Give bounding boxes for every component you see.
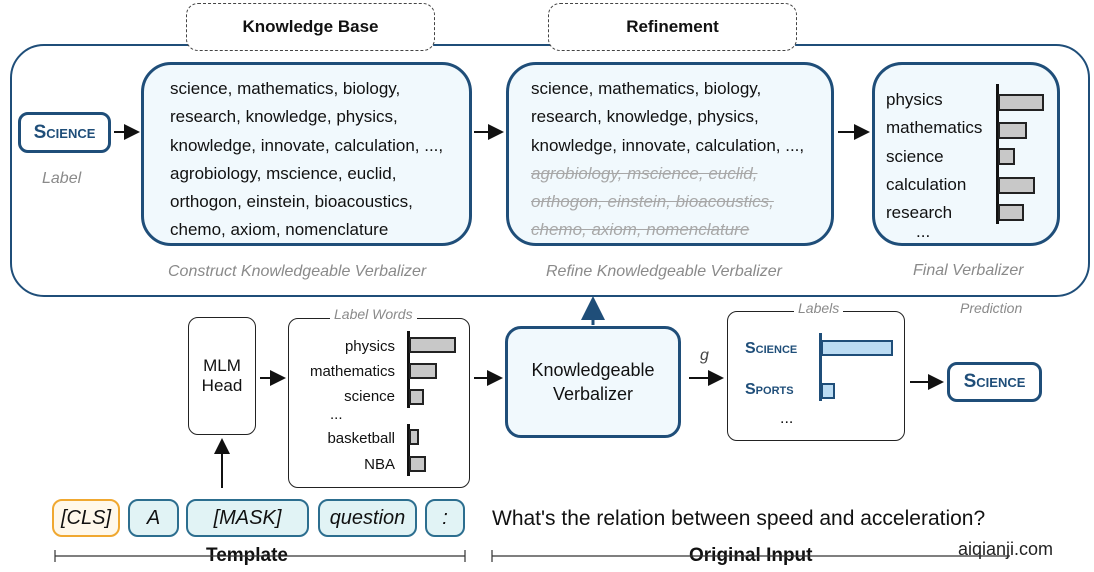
kb-line: chemo, axiom, nomenclature	[170, 220, 389, 240]
mlm-head-line: MLM	[203, 356, 241, 375]
kb-line: knowledge, innovate, calculation, ...,	[170, 135, 444, 155]
final-word-ellipsis: ...	[916, 222, 931, 241]
token-question: question	[318, 499, 417, 537]
label-word-axis	[407, 424, 410, 476]
refined-verbalizer-box: science, mathematics, biology, research,…	[506, 62, 834, 246]
refined-line: research, knowledge, physics,	[531, 107, 759, 127]
final-weight-bar	[998, 94, 1044, 111]
label-word-bar	[409, 389, 424, 405]
final-weight-bar	[998, 122, 1027, 139]
token-a: A	[128, 499, 179, 537]
verbalizer-line: Knowledgeable	[531, 360, 655, 380]
mlm-head-line: Head	[201, 376, 243, 395]
caption-construct: Construct Knowledgeable Verbalizer	[168, 263, 427, 280]
label-score-axis	[819, 333, 822, 401]
token-mask: [MASK]	[186, 499, 309, 537]
label-word: basketball	[327, 430, 395, 447]
kb-line: agrobiology, mscience, euclid,	[170, 163, 397, 183]
caption-final: Final Verbalizer	[913, 262, 1024, 279]
final-word: physics	[886, 90, 943, 109]
final-verbalizer-box	[872, 62, 1060, 246]
final-word: science	[886, 147, 944, 166]
original-input-text: What's the relation between speed and ac…	[492, 507, 986, 530]
label-word: NBA	[364, 456, 395, 473]
refined-line: science, mathematics, biology,	[531, 79, 762, 98]
final-word: research	[886, 203, 953, 222]
removed-line: orthogon, einstein, bioacoustics,	[531, 192, 774, 212]
token-cls: [CLS]	[52, 499, 120, 537]
label-ellipsis: ...	[780, 410, 794, 427]
label-word: physics	[344, 338, 395, 355]
kb-line: science, mathematics, biology,	[170, 79, 401, 98]
kb-line: orthogon, einstein, bioacoustics,	[170, 192, 413, 212]
label-word: mathematics	[309, 363, 395, 380]
knowledge-base-title: Knowledge Base	[186, 3, 435, 51]
label-word-bar	[409, 456, 426, 472]
kb-line: research, knowledge, physics,	[170, 107, 398, 127]
final-word: calculation	[886, 175, 967, 194]
label-word-bar	[409, 337, 456, 353]
label-caption: Label	[42, 170, 82, 187]
final-bar-axis	[996, 84, 999, 224]
refined-line: knowledge, innovate, calculation, ...,	[531, 135, 805, 155]
knowledgeable-verbalizer-box: Knowledgeable Verbalizer	[505, 326, 681, 438]
label-science: Science	[745, 340, 798, 357]
label-word-ellipsis: ...	[330, 406, 343, 423]
g-function-label: g	[700, 347, 709, 364]
label-word-bar	[409, 363, 437, 379]
knowledge-base-box: science, mathematics, biology, research,…	[141, 62, 472, 246]
final-weight-bar	[998, 177, 1035, 194]
verbalizer-line: Verbalizer	[552, 384, 634, 404]
final-weight-bar	[998, 148, 1015, 165]
token-colon: :	[425, 499, 465, 537]
label-score-bar	[821, 383, 835, 399]
label-word-bar	[409, 429, 419, 445]
final-word: mathematics	[886, 118, 983, 137]
caption-refine: Refine Knowledgeable Verbalizer	[546, 263, 782, 280]
output-science-box: Science	[947, 362, 1042, 402]
labels-caption: Labels	[794, 300, 844, 316]
label-word-axis	[407, 331, 410, 408]
watermark-text: aiqianji.com	[958, 539, 1054, 560]
prediction-caption: Prediction	[960, 300, 1023, 316]
removed-line: agrobiology, mscience, euclid,	[531, 163, 758, 183]
label-score-bar	[821, 340, 893, 356]
labels-box	[727, 311, 905, 441]
label-word: science	[344, 388, 395, 405]
science-label-box: Science	[18, 112, 111, 153]
final-weight-bar	[998, 204, 1024, 221]
label-words-caption: Label Words	[330, 306, 417, 322]
refinement-title: Refinement	[548, 3, 797, 51]
mlm-head-box: MLM Head	[188, 317, 256, 435]
label-sports: Sports	[745, 381, 794, 398]
removed-line: chemo, axiom, nomenclature	[531, 220, 750, 240]
